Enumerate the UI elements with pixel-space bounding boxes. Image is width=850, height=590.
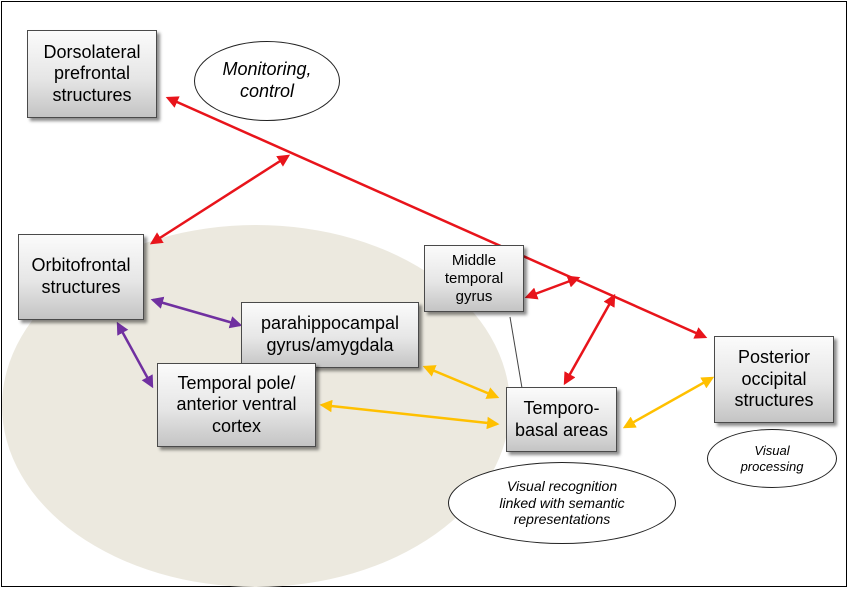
- bubble-visual-recognition: Visual recognition linked with semantic …: [448, 462, 676, 544]
- box-temporal-pole: Temporal pole/ anterior ventral cortex: [157, 363, 316, 447]
- box-middle-temporal-gyrus: Middle temporal gyrus: [424, 245, 524, 312]
- connector-middle-temporal-to-temporo-basal: [509, 316, 523, 389]
- bubble-monitoring-control: Monitoring, control: [194, 41, 340, 121]
- arrow-temporo-basal-main-tract: [563, 293, 616, 386]
- box-posterior-occipital: Posterior occipital structures: [714, 336, 834, 423]
- arrow-middle-temporal-main-tract: [524, 275, 581, 300]
- bubble-visual-processing: Visual processing: [707, 429, 837, 488]
- box-orbitofrontal: Orbitofrontal structures: [18, 234, 144, 320]
- box-dorsolateral-prefrontal: Dorsolateral prefrontal structures: [27, 30, 157, 118]
- arrow-orbitofrontal-main-tract: [149, 154, 291, 245]
- box-parahippocampal-amygdala: parahippocampal gyrus/amygdala: [241, 302, 419, 368]
- arrow-orbitofrontal-temporal-pole: [116, 321, 154, 389]
- arrow-dorsolateral-posterior-occipital: [165, 96, 708, 339]
- box-temporo-basal-areas: Temporo- basal areas: [506, 387, 617, 452]
- arrow-orbitofrontal-parahippocampal: [150, 296, 243, 329]
- arrow-parahippocampal-temporo-basal: [422, 365, 500, 399]
- arrow-temporo-basal-posterior-occipital: [622, 376, 715, 429]
- arrow-temporal-pole-temporo-basal: [319, 399, 500, 430]
